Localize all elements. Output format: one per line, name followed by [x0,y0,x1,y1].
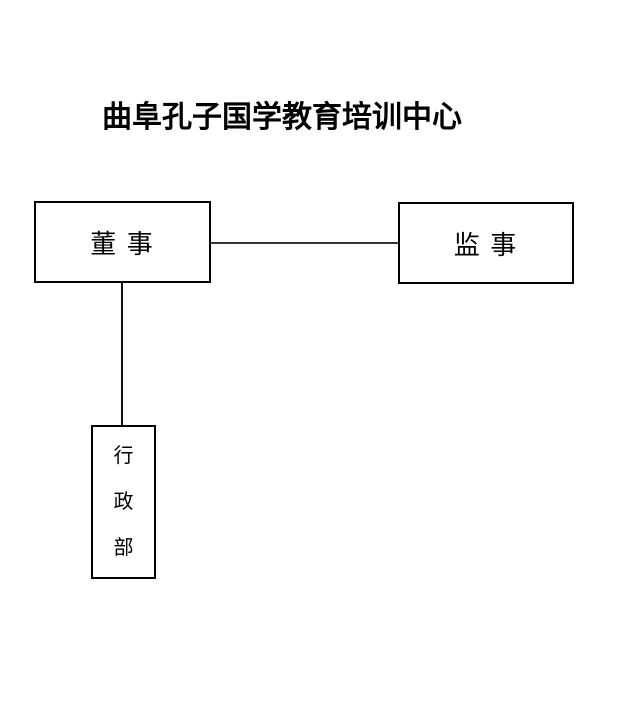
org-chart-title: 曲阜孔子国学教育培训中心 [102,101,462,134]
connector-director-supervisor [211,242,398,244]
org-node-supervisor: 监 事 [398,202,574,284]
org-node-admin-dept-char-3: 部 [113,537,134,559]
org-node-admin-dept-char-2: 政 [113,491,134,513]
org-node-admin-dept-char-1: 行 [113,445,134,467]
org-node-admin-dept: 行 政 部 [91,425,156,579]
connector-director-admin [121,283,123,425]
org-node-director: 董 事 [34,201,211,283]
org-node-supervisor-label: 监 事 [453,230,519,260]
org-node-director-label: 董 事 [90,229,155,259]
